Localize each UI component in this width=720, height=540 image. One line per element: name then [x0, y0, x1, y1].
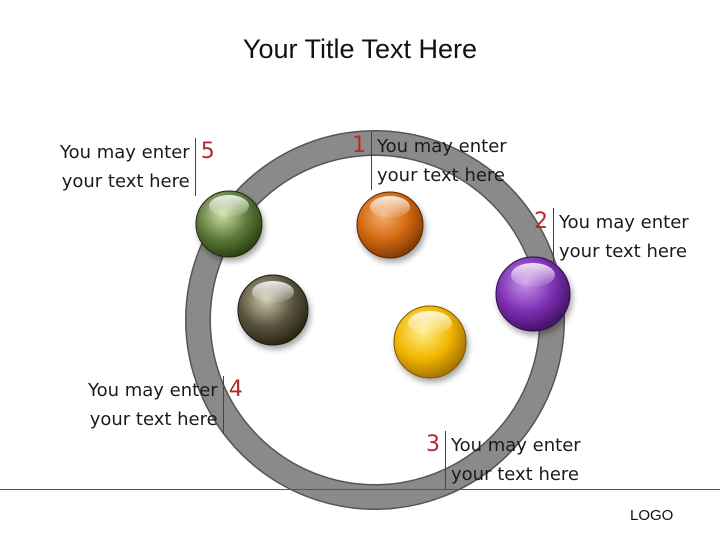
- logo: LOGO: [630, 507, 673, 524]
- callout-1-divider: [371, 132, 372, 190]
- callout-2-number: 2: [534, 208, 548, 236]
- callout-3: 3 You may enter your text here: [426, 431, 581, 489]
- orb-2: [496, 257, 570, 331]
- orb-5: [196, 191, 262, 257]
- callout-3-number: 3: [426, 431, 440, 459]
- callout-3-divider: [445, 431, 446, 489]
- orb-3: [394, 306, 466, 378]
- orb-4: [238, 275, 308, 345]
- callout-2-text: You may enter your text here: [559, 208, 689, 266]
- orb-1: [357, 192, 423, 258]
- callout-1-number: 1: [352, 132, 366, 160]
- callout-1: 1 You may enter your text here: [352, 132, 507, 190]
- callout-1-text: You may enter your text here: [377, 132, 507, 190]
- callout-5-divider: [195, 138, 196, 196]
- callout-2-divider: [553, 208, 554, 266]
- callout-5-number: 5: [201, 138, 215, 166]
- callout-5: You may enter your text here 5: [60, 138, 215, 196]
- callout-3-text: You may enter your text here: [451, 431, 581, 489]
- callout-4-divider: [223, 376, 224, 434]
- callout-2: 2 You may enter your text here: [534, 208, 689, 266]
- footer-divider: [0, 489, 720, 490]
- callout-4: You may enter your text here 4: [88, 376, 243, 434]
- callout-4-number: 4: [229, 376, 243, 404]
- callout-4-text: You may enter your text here: [88, 376, 218, 434]
- callout-5-text: You may enter your text here: [60, 138, 190, 196]
